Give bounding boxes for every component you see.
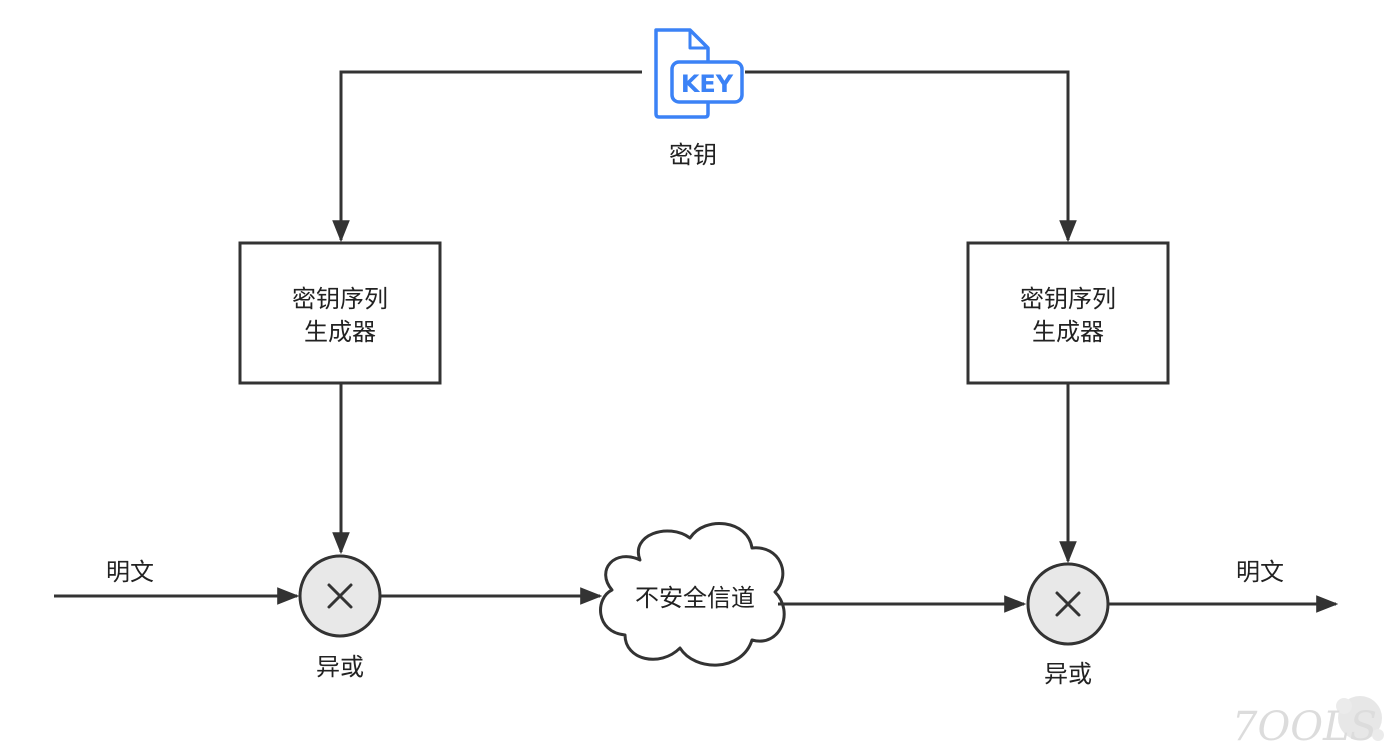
key-label: 密钥 [669,141,717,169]
left-xor-label: 异或 [316,653,364,681]
channel-label: 不安全信道 [635,584,755,612]
watermark-text: 7OOLS [1232,704,1377,750]
key-file-icon: KEY [654,28,744,119]
right-xor-cross-icon [1055,591,1081,617]
key-icon-text: KEY [681,70,734,98]
left-generator-line2: 生成器 [304,318,376,346]
insecure-channel-cloud: 不安全信道 [599,522,786,667]
plaintext-output-label: 明文 [1236,558,1284,586]
right-keystream-generator: 密钥序列 生成器 [966,241,1170,385]
right-xor-node [1026,562,1110,646]
left-generator-line1: 密钥序列 [292,285,388,313]
left-xor-cross-icon [327,583,353,609]
right-generator-line2: 生成器 [1032,318,1104,346]
left-xor-node [298,554,382,638]
right-xor-label: 异或 [1044,660,1092,688]
key-line-right [745,70,1077,243]
left-keystream-generator: 密钥序列 生成器 [238,241,442,385]
tools-watermark-logo: 7OOLS [1232,696,1384,750]
right-generator-line1: 密钥序列 [1020,285,1116,313]
key-line-left [332,70,642,243]
plaintext-input-label: 明文 [106,558,154,586]
